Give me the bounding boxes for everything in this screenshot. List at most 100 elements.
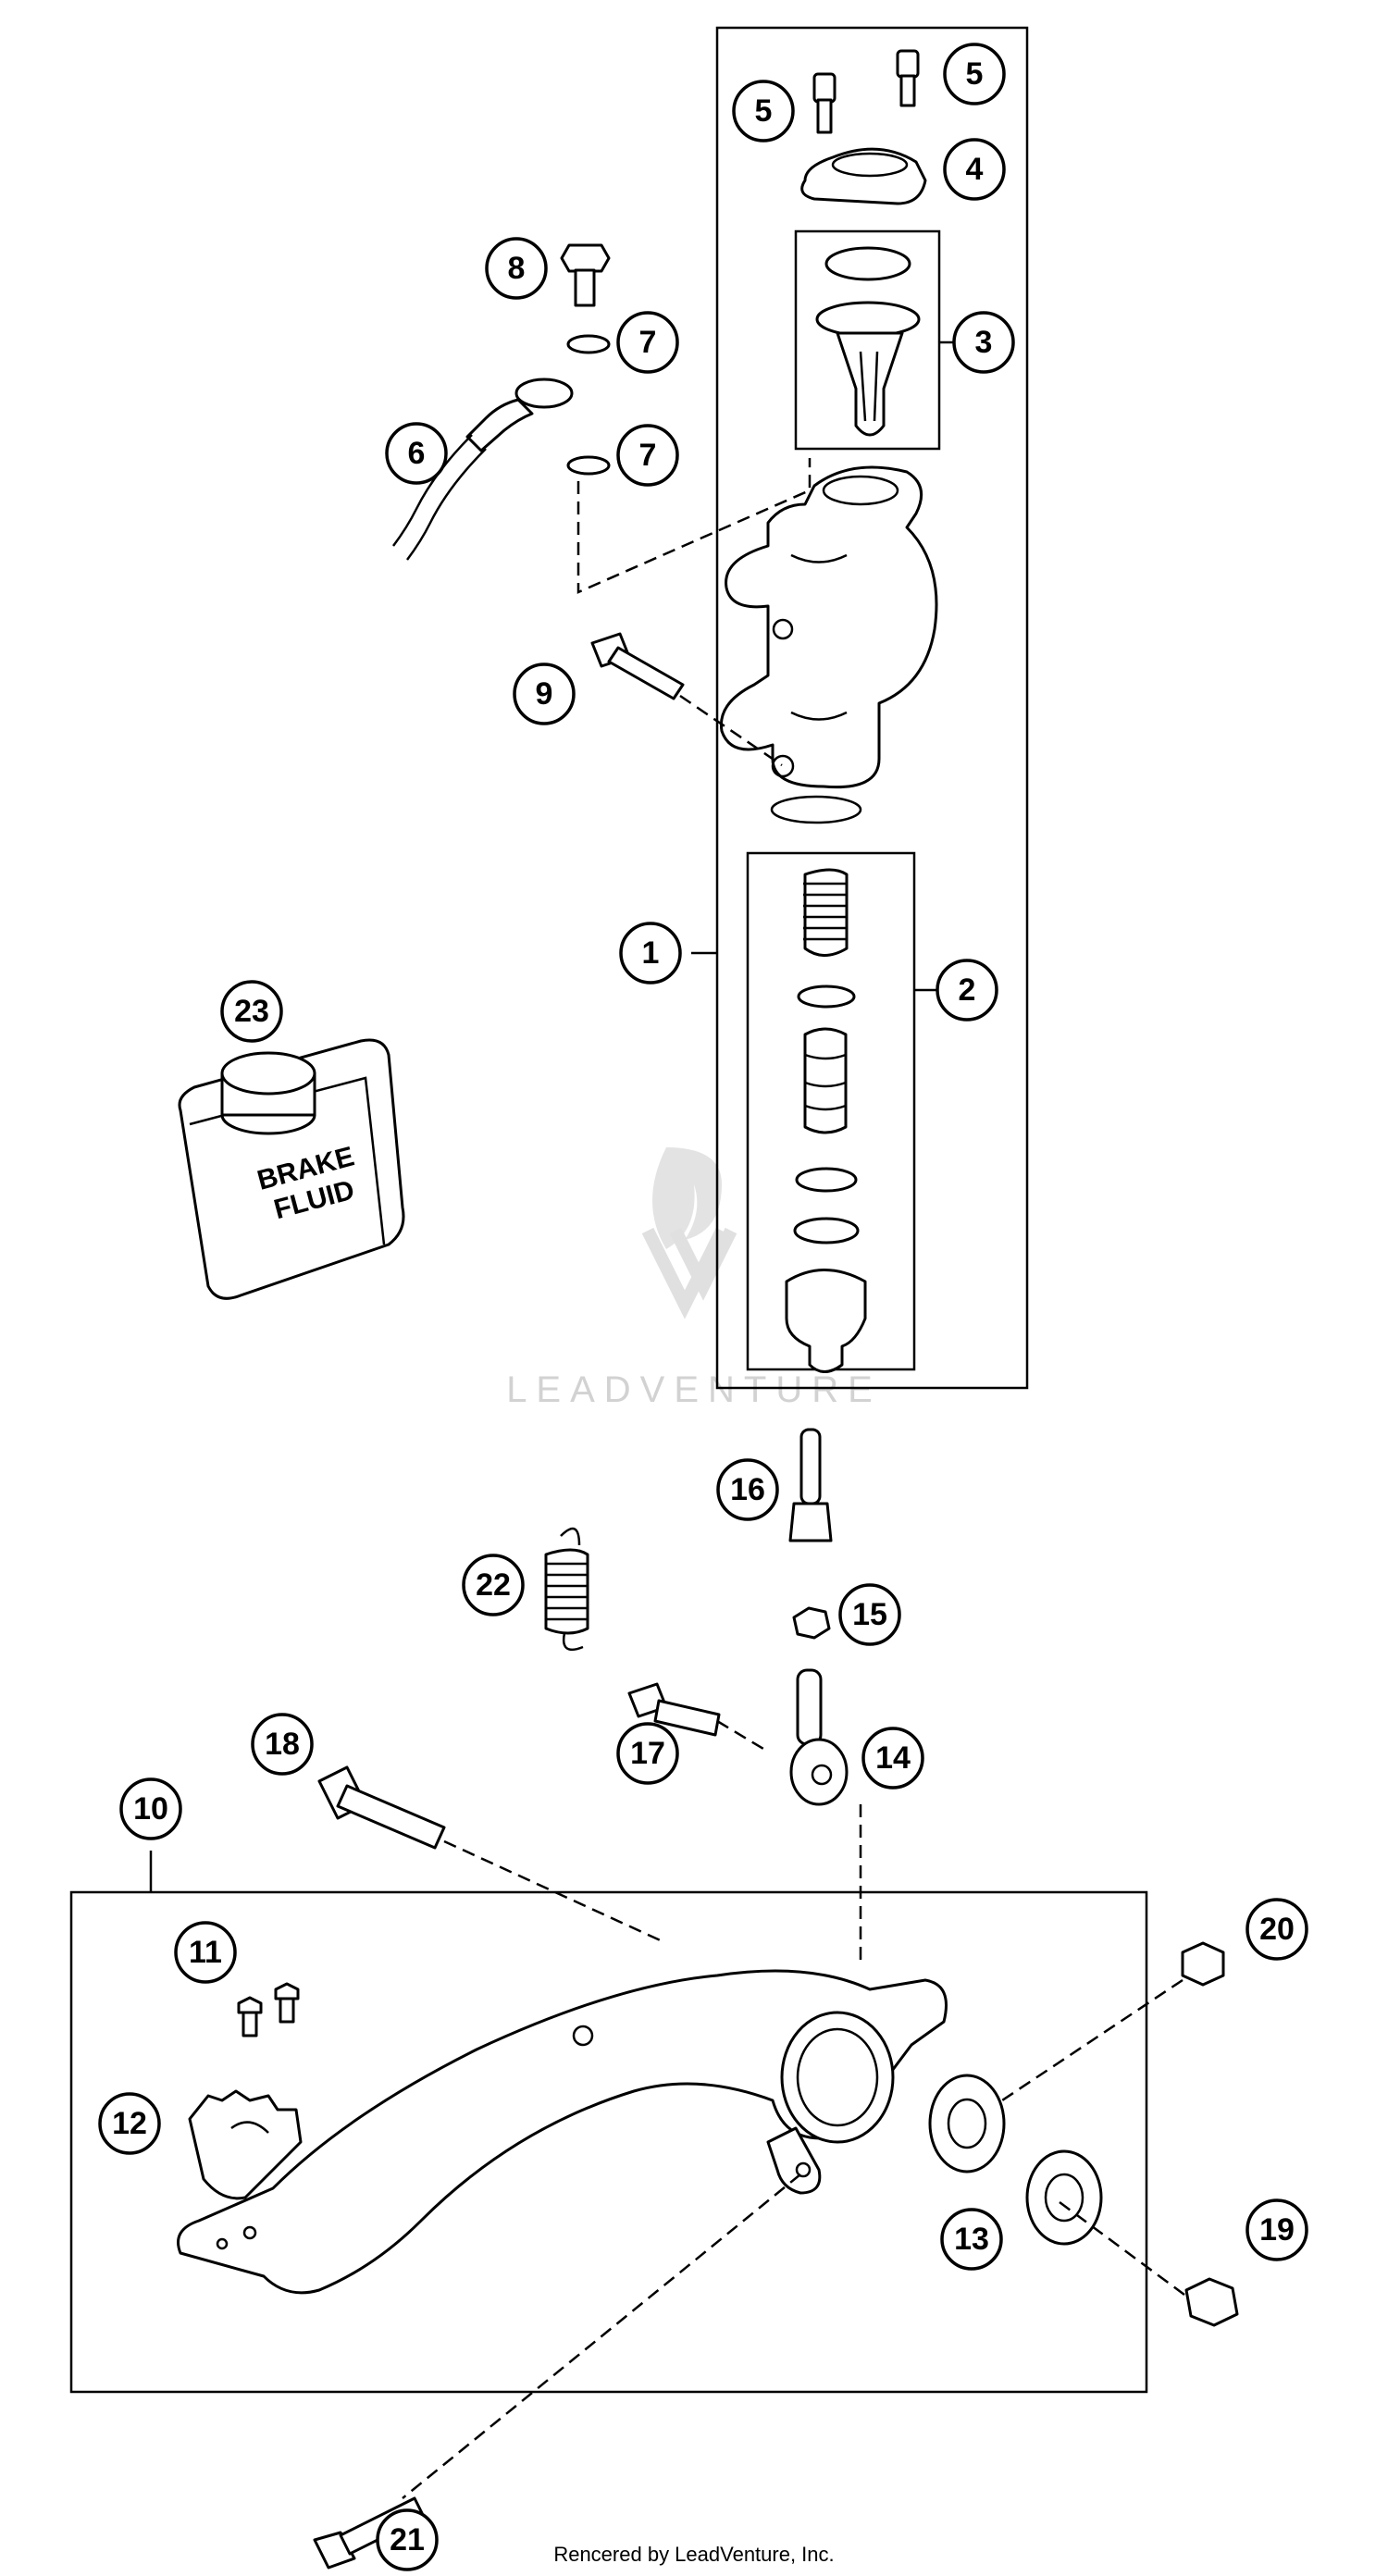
assembly-line-21 bbox=[402, 2174, 801, 2499]
group-box-brake-pedal bbox=[69, 1890, 1148, 2394]
brake-hose bbox=[391, 378, 574, 561]
callout-c18: 18 bbox=[251, 1713, 314, 1776]
callout-circle bbox=[952, 311, 1015, 374]
callout-c5b: 5 bbox=[943, 43, 1006, 105]
callout-circle bbox=[716, 1458, 779, 1521]
callout-number: 21 bbox=[390, 2522, 425, 2557]
callout-circle bbox=[385, 422, 448, 485]
callout-number: 3 bbox=[975, 325, 993, 360]
callout-number: 6 bbox=[408, 436, 426, 471]
master-cylinder-body bbox=[719, 465, 938, 824]
push-rod bbox=[788, 1428, 833, 1542]
callout-c15: 15 bbox=[838, 1583, 901, 1646]
callout-circle bbox=[119, 1777, 182, 1840]
callout-circle bbox=[838, 1583, 901, 1646]
assembly-line-19 bbox=[1059, 2200, 1185, 2297]
callout-number: 17 bbox=[630, 1736, 665, 1771]
callout-circle bbox=[616, 1722, 679, 1785]
clevis bbox=[789, 1668, 849, 1806]
callout-circle bbox=[943, 138, 1006, 201]
callout-c8: 8 bbox=[485, 237, 548, 300]
callout-c13: 13 bbox=[940, 2208, 1003, 2271]
callout-c1: 1 bbox=[619, 922, 682, 985]
callout-c17: 17 bbox=[616, 1722, 679, 1785]
pivot-bolt bbox=[317, 1765, 446, 1850]
callout-circle bbox=[220, 980, 283, 1043]
return-spring bbox=[544, 1527, 589, 1652]
callout-circle bbox=[98, 2092, 161, 2155]
callout-circle bbox=[943, 43, 1006, 105]
callout-c10: 10 bbox=[119, 1777, 182, 1840]
callout-number: 7 bbox=[639, 325, 657, 360]
screws-pair-11 bbox=[237, 1982, 300, 2037]
callout-circle bbox=[732, 80, 795, 142]
callout-c22: 22 bbox=[462, 1554, 525, 1616]
callout-number: 12 bbox=[112, 2106, 147, 2141]
assembly-line-clevis bbox=[716, 1719, 764, 1751]
assembly-line-bolt bbox=[679, 694, 783, 767]
banjo-bolt bbox=[560, 243, 611, 307]
callout-number: 5 bbox=[755, 93, 773, 129]
group-box-reservoir bbox=[794, 229, 941, 451]
callout-c9: 9 bbox=[513, 663, 576, 725]
callout-c23: 23 bbox=[220, 980, 283, 1043]
callout-number: 19 bbox=[1259, 2212, 1295, 2248]
callout-number: 14 bbox=[875, 1740, 911, 1776]
callout-number: 18 bbox=[265, 1727, 300, 1762]
watermark-text: LEADVENTURE bbox=[506, 1369, 882, 1410]
callout-number: 2 bbox=[959, 972, 976, 1008]
brake-pedal-lever bbox=[177, 1969, 948, 2295]
callout-c12: 12 bbox=[98, 2092, 161, 2155]
callout-c4: 4 bbox=[943, 138, 1006, 201]
callout-number: 13 bbox=[954, 2222, 989, 2257]
reservoir-cover bbox=[800, 147, 927, 205]
assembly-line-20 bbox=[1001, 1978, 1184, 2102]
callout-c7b: 7 bbox=[616, 424, 679, 487]
callout-circle bbox=[1245, 2198, 1308, 2261]
nut-20 bbox=[1181, 1941, 1225, 1987]
callout-circle bbox=[616, 424, 679, 487]
callout-c11: 11 bbox=[174, 1921, 237, 1984]
pedal-step-plate bbox=[188, 2089, 303, 2200]
footer-credit: Rencered by LeadVenture, Inc. bbox=[553, 2543, 835, 2566]
callout-circle bbox=[174, 1921, 237, 1984]
callout-c7a: 7 bbox=[616, 311, 679, 374]
callout-number: 22 bbox=[476, 1567, 511, 1603]
callout-number: 11 bbox=[189, 1935, 222, 1970]
callout-circle bbox=[616, 311, 679, 374]
callout-c14: 14 bbox=[861, 1727, 924, 1790]
callout-c2: 2 bbox=[936, 959, 998, 1022]
callout-c21: 21 bbox=[376, 2508, 439, 2571]
group-box-master-cylinder bbox=[715, 26, 1029, 1390]
callout-c19: 19 bbox=[1245, 2198, 1308, 2261]
callout-circle bbox=[485, 237, 548, 300]
mounting-bolt bbox=[590, 632, 685, 700]
clevis-bolt bbox=[627, 1682, 721, 1737]
callout-number: 16 bbox=[730, 1472, 765, 1507]
callout-c20: 20 bbox=[1245, 1898, 1308, 1961]
callout-c6: 6 bbox=[385, 422, 448, 485]
callout-number: 20 bbox=[1259, 1912, 1295, 1947]
callout-circle bbox=[619, 922, 682, 985]
callout-number: 4 bbox=[966, 152, 984, 187]
callout-number: 5 bbox=[966, 56, 984, 92]
callout-number: 7 bbox=[639, 438, 657, 473]
callout-c16: 16 bbox=[716, 1458, 779, 1521]
callout-c3: 3 bbox=[952, 311, 1015, 374]
washer-upper bbox=[566, 334, 611, 354]
lock-nut bbox=[792, 1606, 831, 1640]
bolt-19 bbox=[1184, 2277, 1239, 2327]
callout-circle bbox=[936, 959, 998, 1022]
callout-circle bbox=[940, 2208, 1003, 2271]
callout-c5a: 5 bbox=[732, 80, 795, 142]
callout-number: 8 bbox=[508, 251, 526, 286]
callout-circle bbox=[251, 1713, 314, 1776]
reservoir bbox=[815, 246, 921, 437]
callout-number: 23 bbox=[234, 994, 269, 1029]
watermark: LEADVENTURE bbox=[506, 1147, 882, 1410]
washer-lower bbox=[566, 455, 611, 476]
callout-circle bbox=[462, 1554, 525, 1616]
callout-circle bbox=[861, 1727, 924, 1790]
